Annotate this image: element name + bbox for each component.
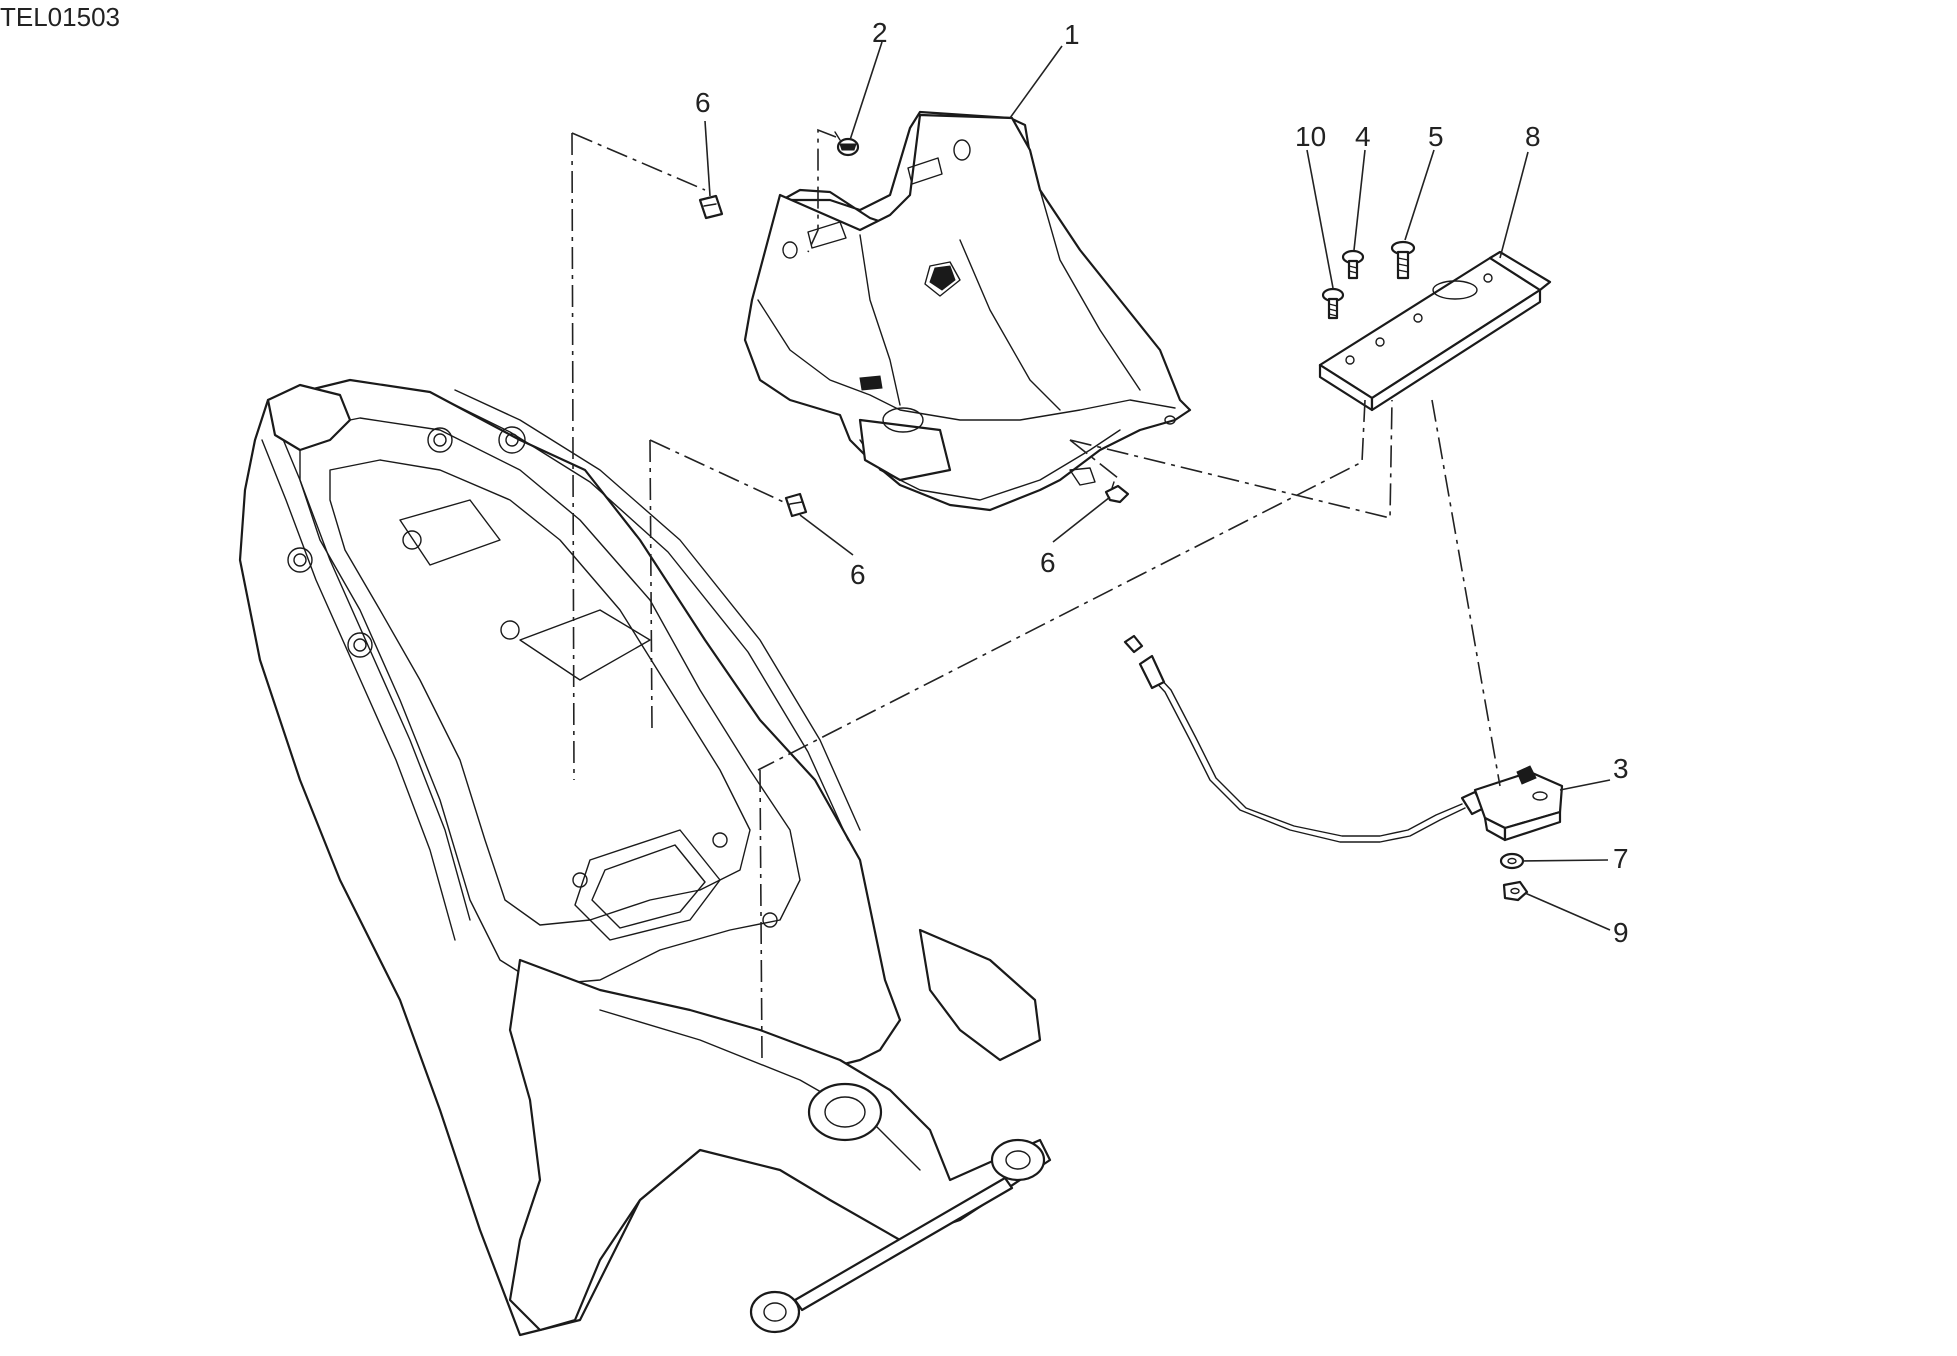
part-1-undertray [743, 110, 1192, 512]
part-5-screw [1390, 240, 1416, 280]
part-9-nut [1502, 880, 1529, 902]
part-4-screw [1341, 249, 1365, 280]
ref-6-middle: 6 [850, 559, 866, 590]
part-3-sensor-cable [1123, 634, 1564, 843]
ref-3: 3 [1613, 753, 1629, 784]
ref-6-right: 6 [1040, 547, 1056, 578]
ref-1: 1 [1064, 19, 1080, 50]
ref-6-top: 6 [695, 87, 711, 118]
rear-subframe-swingarm [238, 378, 1052, 1337]
ref-7: 7 [1613, 843, 1629, 874]
ref-2: 2 [872, 17, 888, 48]
ref-5: 5 [1428, 121, 1444, 152]
part-8-bracket-plate [1318, 250, 1552, 412]
assembly-lines [571, 128, 1501, 1061]
drawing-code: TEL01503 [0, 2, 120, 32]
ref-9: 9 [1613, 917, 1629, 948]
part-2-screw [834, 131, 860, 157]
part-10-screw [1321, 287, 1345, 320]
part-6-clip-b [784, 492, 808, 518]
ref-4: 4 [1355, 121, 1371, 152]
part-6-clip-a [698, 194, 724, 220]
reference-numbers: 1 2 3 4 5 6 6 6 7 8 9 10 [695, 17, 1629, 948]
ref-8: 8 [1525, 121, 1541, 152]
part-6-clip-c [1104, 481, 1130, 504]
part-7-washer [1499, 852, 1525, 870]
ref-10: 10 [1295, 121, 1326, 152]
leader-lines [704, 41, 1611, 931]
